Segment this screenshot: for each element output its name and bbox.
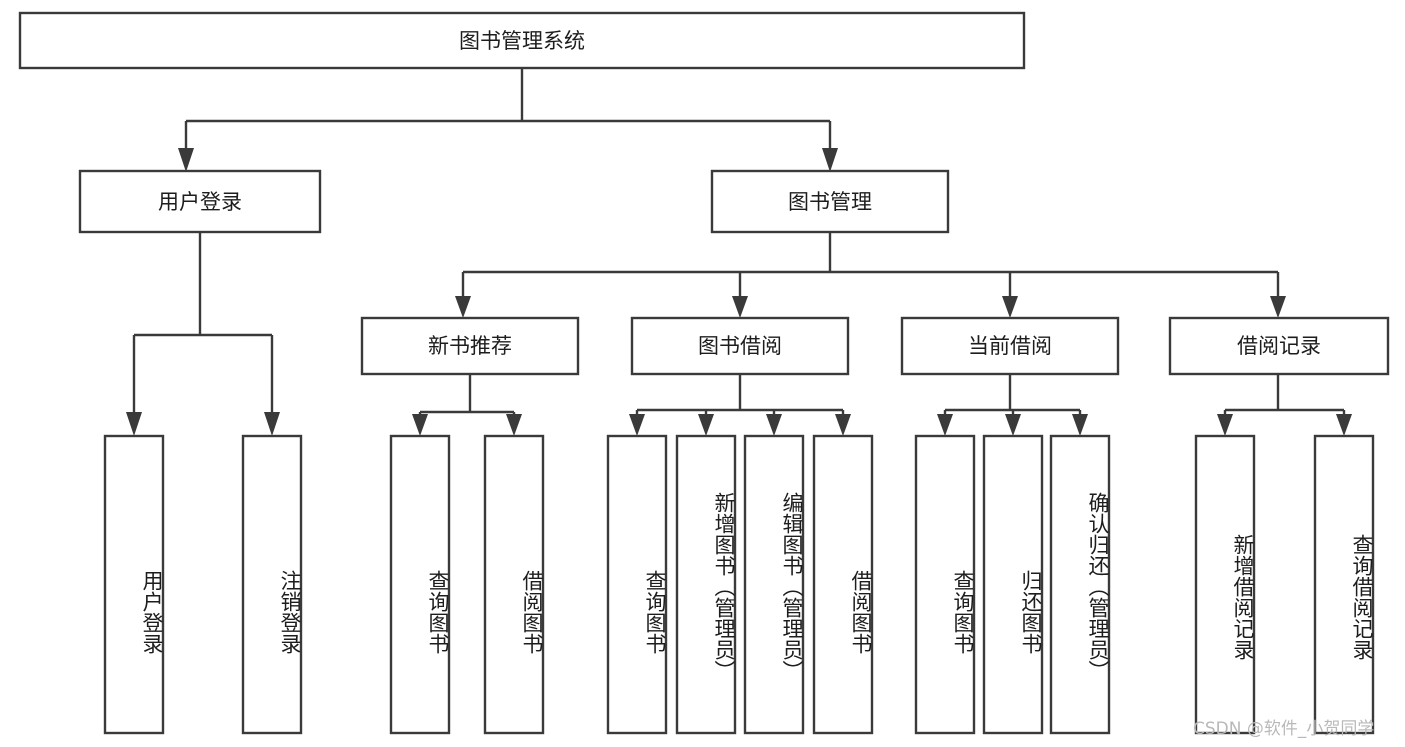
arrow-head-icon [835, 414, 851, 436]
node-label-new-book-recommend: 新书推荐 [428, 334, 512, 358]
csdn-watermark: CSDN @软件_小贺同学 [1193, 719, 1375, 739]
leaf-box-borrow-book[interactable] [812, 434, 874, 735]
leaf-box-query-record[interactable] [1313, 434, 1375, 735]
arrow-head-icon [264, 412, 280, 436]
arrow-head-icon [506, 414, 522, 436]
node-label-current-borrow: 当前借阅 [968, 334, 1052, 358]
arrow-head-icon [1336, 414, 1352, 436]
node-book-borrow[interactable]: 图书借阅 [630, 316, 850, 376]
arrow-head-icon [178, 148, 194, 172]
connector-group-current-borrow [937, 374, 1088, 436]
arrow-head-icon [732, 296, 748, 318]
arrow-head-icon [766, 414, 782, 436]
connector-group-borrow [629, 374, 851, 436]
arrow-head-icon [822, 148, 838, 172]
leaf-box-borrow-books-new[interactable] [483, 434, 545, 735]
leaf-box-add-record[interactable] [1194, 434, 1256, 735]
arrow-head-icon [1072, 414, 1088, 436]
node-box-root[interactable] [18, 11, 1026, 70]
arrow-head-icon [455, 296, 471, 318]
node-box-borrow-records[interactable] [1168, 316, 1390, 376]
node-box-new-book-recommend[interactable] [360, 316, 580, 376]
node-borrow-records[interactable]: 借阅记录 [1168, 316, 1390, 376]
leaf-box-add-book-admin[interactable] [675, 434, 737, 735]
node-new-book-recommend[interactable]: 新书推荐 [360, 316, 580, 376]
arrow-head-icon [1217, 414, 1233, 436]
node-box-current-borrow[interactable] [900, 316, 1120, 376]
leaf-boxes [103, 434, 1375, 735]
connector-group-root [178, 68, 838, 172]
leaf-box-return-book[interactable] [982, 434, 1044, 735]
arrow-head-icon [1270, 296, 1286, 318]
leaf-box-query-books-borrow[interactable] [606, 434, 668, 735]
connector-group-records [1217, 374, 1352, 436]
node-label-user-login: 用户登录 [158, 190, 242, 214]
node-box-book-management[interactable] [710, 169, 950, 234]
connector-group-new-books [412, 374, 522, 436]
leaf-box-confirm-return-admin[interactable] [1049, 434, 1111, 735]
connector-group-book-mgmt [455, 232, 1286, 318]
connector-group-user-login [126, 232, 280, 436]
node-current-borrow[interactable]: 当前借阅 [900, 316, 1120, 376]
node-label-borrow-records: 借阅记录 [1237, 334, 1321, 358]
node-label-book-borrow: 图书借阅 [698, 334, 782, 358]
arrow-head-icon [126, 412, 142, 436]
node-book-management[interactable]: 图书管理 [710, 169, 950, 234]
leaf-box-logout[interactable] [241, 434, 303, 735]
arrow-head-icon [1005, 414, 1021, 436]
arrow-head-icon [629, 414, 645, 436]
node-box-user-login[interactable] [78, 169, 322, 234]
node-label-book-management: 图书管理 [788, 190, 872, 214]
node-root[interactable]: 图书管理系统 [18, 11, 1026, 70]
leaf-box-query-books-current[interactable] [914, 434, 976, 735]
node-box-book-borrow[interactable] [630, 316, 850, 376]
leaf-box-query-books-new[interactable] [389, 434, 451, 735]
node-label-root: 图书管理系统 [459, 29, 585, 53]
arrow-head-icon [412, 414, 428, 436]
arrow-head-icon [1002, 296, 1018, 318]
leaf-box-user-login[interactable] [103, 434, 165, 735]
leaf-box-edit-book-admin[interactable] [743, 434, 805, 735]
node-user-login[interactable]: 用户登录 [78, 169, 322, 234]
arrow-head-icon [698, 414, 714, 436]
arrow-head-icon [937, 414, 953, 436]
